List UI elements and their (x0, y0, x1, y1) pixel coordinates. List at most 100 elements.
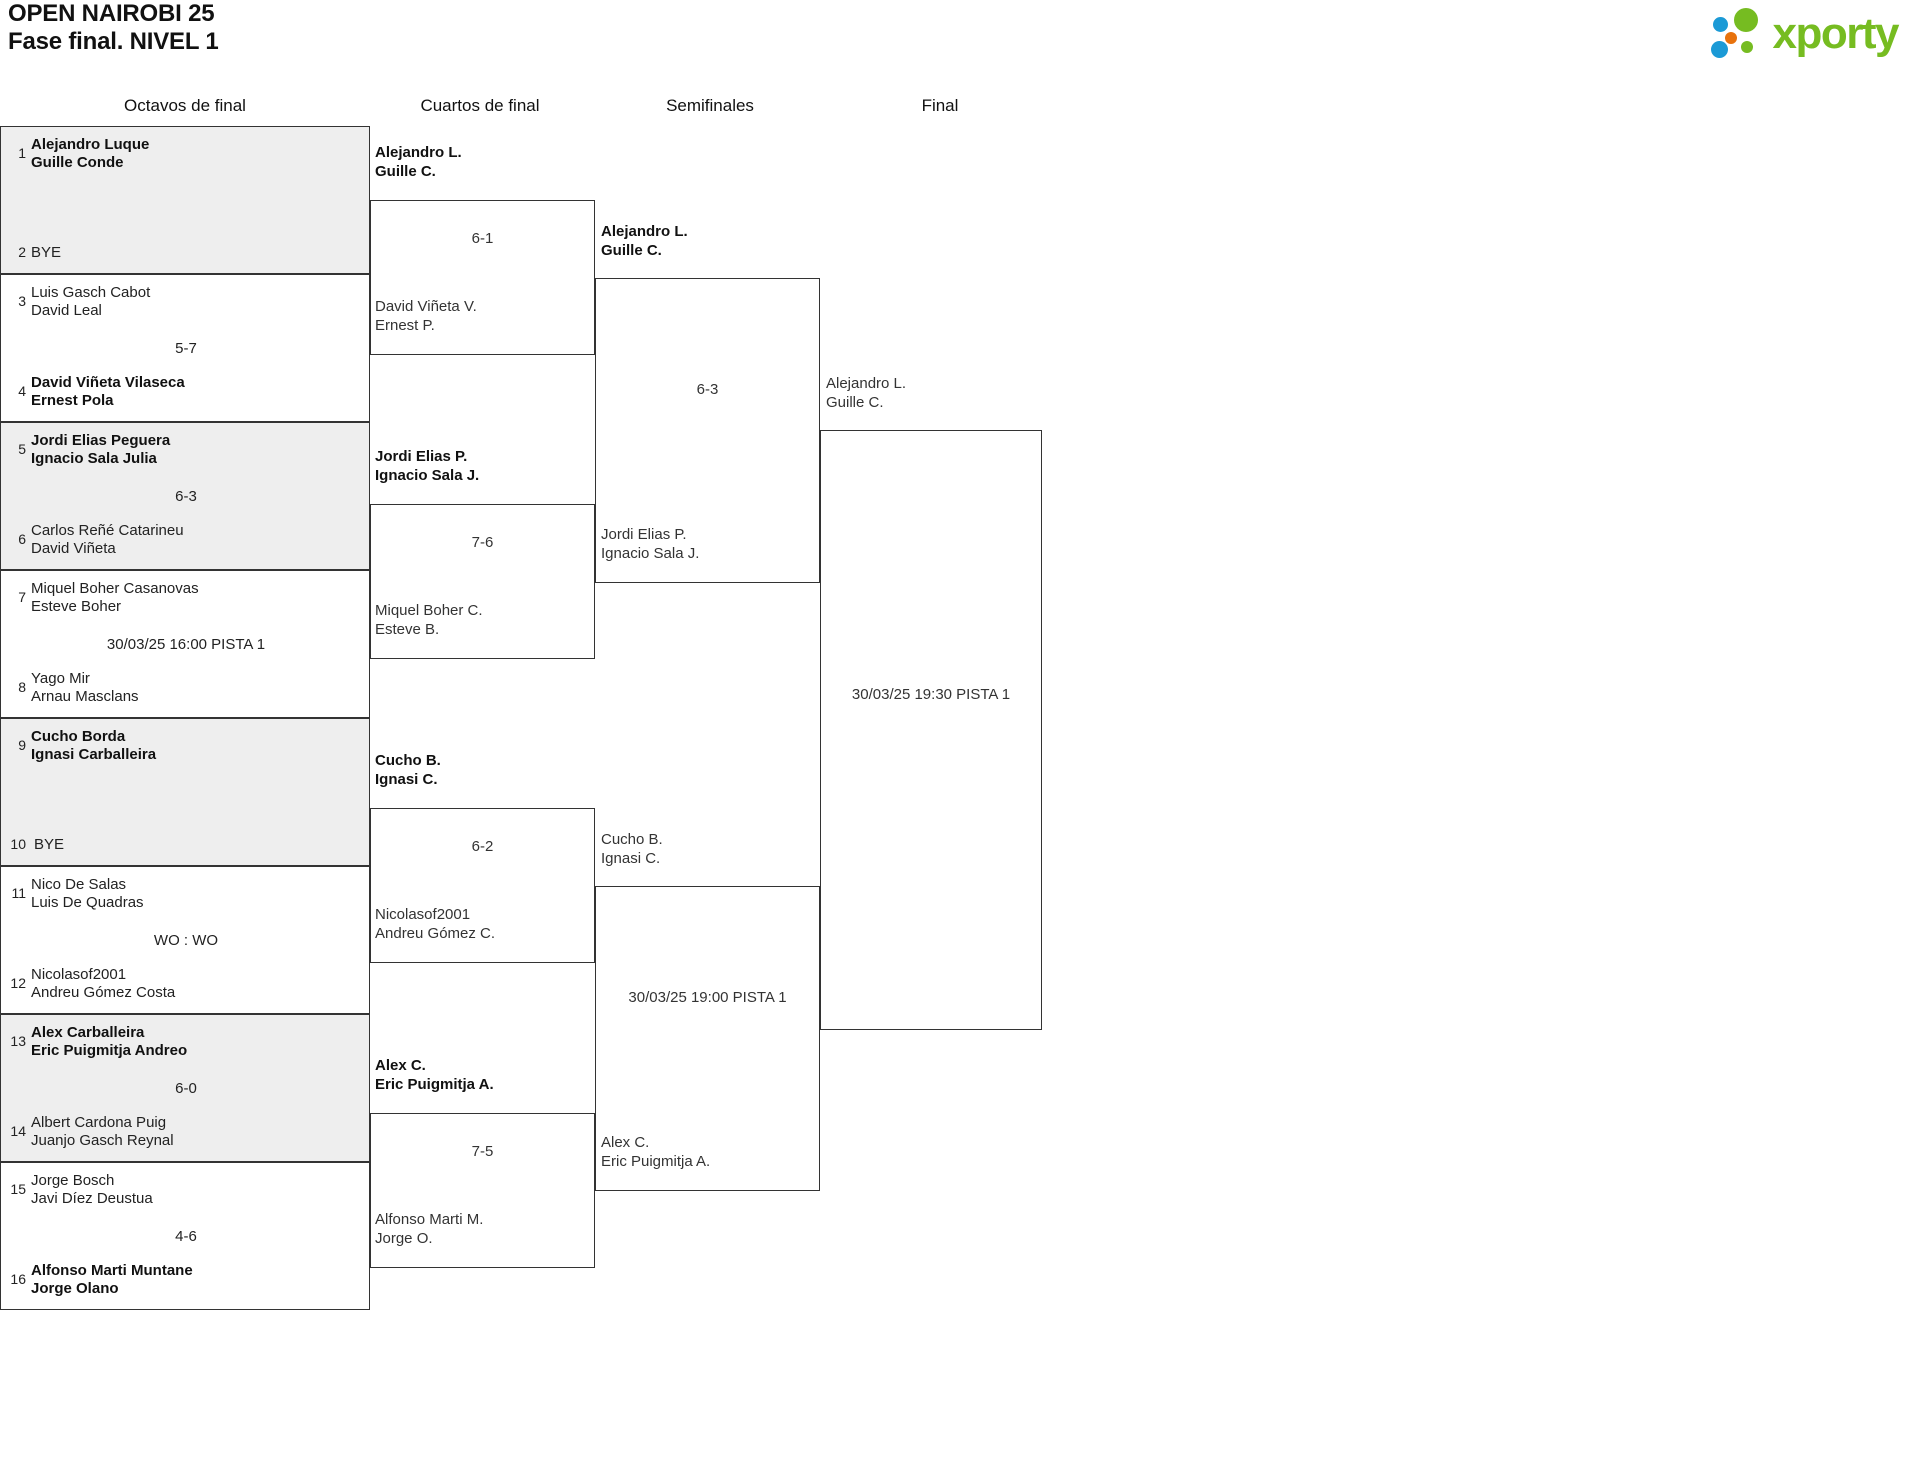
team-name-line2: Ignacio Sala Julia (31, 450, 157, 467)
r2-team2-line2: Esteve B. (375, 621, 440, 638)
r1-match-6[interactable]: 11 Nico De Salas Luis De Quadras WO : WO… (0, 866, 370, 1014)
r2-match-4-result: 7-5 (471, 1143, 494, 1160)
r4-team1-line1: Alejandro L. (826, 375, 907, 392)
r4-match-1[interactable] (820, 430, 1042, 1030)
team-name-line1: Alejandro Luque (31, 136, 150, 153)
r2-team2-line2: Jorge O. (375, 1230, 433, 1247)
match-schedule: 30/03/25 16:00 PISTA 1 (106, 636, 266, 653)
tournament-name: OPEN NAIROBI 25 (8, 0, 215, 27)
team-name-line2: Jorge Olano (31, 1280, 119, 1297)
team-name-line1: Jordi Elias Peguera (31, 432, 171, 449)
match-result: WO : WO (153, 932, 219, 949)
team-name-line2: Luis De Quadras (31, 894, 144, 911)
seed-number: 16 (10, 1271, 26, 1287)
r2-team2-line1: Miquel Boher C. (375, 602, 483, 619)
seed-number: 4 (18, 383, 26, 399)
r4-team1-line2: Guille C. (826, 394, 884, 411)
team-name-line1: Yago Mir (31, 670, 90, 687)
team-name-line1: Alfonso Marti Muntane (31, 1262, 193, 1279)
r3-team2-line1: Alex C. (601, 1134, 650, 1151)
seed-number: 14 (10, 1123, 26, 1139)
xporty-dots-icon (1710, 8, 1769, 60)
r2-match-1[interactable] (370, 200, 595, 355)
round-header-final: Final (921, 96, 959, 115)
team-name-line2: Guille Conde (31, 154, 124, 171)
r2-match-3-result: 6-2 (471, 838, 494, 855)
r3-team1-line1: Alejandro L. (601, 223, 688, 240)
r2-team2-line1: David Viñeta V. (375, 298, 477, 315)
r2-team1-line2: Eric Puigmitja A. (375, 1076, 494, 1093)
r3-match-1[interactable] (595, 278, 820, 583)
seed-number: 1 (18, 145, 26, 161)
r1-match-4[interactable]: 7 Miquel Boher Casanovas Esteve Boher 30… (0, 570, 370, 718)
r2-team1-line1: Cucho B. (375, 752, 441, 769)
r1-match-8[interactable]: 15 Jorge Bosch Javi Díez Deustua 4-6 16 … (0, 1162, 370, 1310)
match-result: 6-0 (175, 1080, 197, 1097)
match-result: 6-3 (175, 488, 197, 505)
r3-team2-line2: Ignacio Sala J. (601, 545, 700, 562)
r3-team2-line1: Jordi Elias P. (601, 526, 687, 543)
r1-match-3[interactable]: 5 Jordi Elias Peguera Ignacio Sala Julia… (0, 422, 370, 570)
r2-match-2[interactable] (370, 504, 595, 659)
team-name-line2: Esteve Boher (31, 598, 122, 615)
seed-number: 3 (18, 293, 26, 309)
team-name-line2: Javi Díez Deustua (31, 1190, 153, 1207)
match-result: 5-7 (175, 340, 197, 357)
r2-team2-line1: Nicolasof2001 (375, 906, 471, 923)
r2-match-1-result: 6-1 (471, 230, 494, 247)
r3-match-1-result: 6-3 (696, 381, 719, 398)
round-header-cuartos: Cuartos de final (420, 96, 540, 115)
r2-team1-line2: Ignasi C. (375, 771, 438, 788)
r2-team2-line2: Andreu Gómez C. (375, 925, 496, 942)
r3-match-2[interactable] (595, 886, 820, 1191)
r2-match-4[interactable] (370, 1113, 595, 1268)
bye-label: BYE (31, 244, 62, 261)
tournament-phase: Fase final. NIVEL 1 (8, 28, 219, 55)
xporty-logo[interactable]: xporty (1710, 6, 1900, 62)
match-result: 4-6 (175, 1228, 197, 1245)
r1-match-1[interactable]: 1 Alejandro Luque Guille Conde 2 BYE (0, 126, 370, 274)
r1-match-2[interactable]: 3 Luis Gasch Cabot David Leal 5-7 4 Davi… (0, 274, 370, 422)
r1-match-7[interactable]: 13 Alex Carballeira Eric Puigmitja Andre… (0, 1014, 370, 1162)
team-name-line1: Nico De Salas (31, 876, 127, 893)
r4-match-1-schedule: 30/03/25 19:30 PISTA 1 (851, 686, 1011, 703)
seed-number: 15 (10, 1181, 26, 1197)
r3-match-2-schedule: 30/03/25 19:00 PISTA 1 (628, 989, 787, 1006)
team-name-line2: David Leal (31, 302, 102, 319)
seed-number: 5 (18, 441, 26, 457)
r3-team1-line2: Ignasi C. (601, 850, 661, 867)
team-name-line1: Albert Cardona Puig (31, 1114, 167, 1131)
team-name-line1: Carlos Reñé Catarineu (31, 522, 184, 539)
r2-match-3[interactable] (370, 808, 595, 963)
round-header-semifinales: Semifinales (666, 96, 754, 115)
page-title: OPEN NAIROBI 25 Fase final. NIVEL 1 (8, 0, 908, 56)
team-name-line2: Eric Puigmitja Andreo (31, 1042, 188, 1059)
round-header-octavos: Octavos de final (124, 96, 246, 115)
team-name-line2: Ignasi Carballeira (31, 746, 157, 763)
seed-number: 13 (10, 1033, 26, 1049)
r3-team1-line1: Cucho B. (601, 831, 663, 848)
team-name-line1: Cucho Borda (31, 728, 126, 745)
r2-team1-line1: Alex C. (375, 1057, 426, 1074)
r2-team2-line1: Alfonso Marti M. (375, 1211, 484, 1228)
r2-team1-line2: Guille C. (375, 163, 436, 180)
team-name-line2: Andreu Gómez Costa (31, 984, 176, 1001)
r2-team1-line2: Ignacio Sala J. (375, 467, 480, 484)
team-name-line1: Nicolasof2001 (31, 966, 127, 983)
seed-number: 11 (11, 885, 26, 901)
r3-team2-line2: Eric Puigmitja A. (601, 1153, 711, 1170)
bye-label: BYE (34, 836, 65, 853)
team-name-line2: Ernest Pola (31, 392, 114, 409)
team-name-line2: Arnau Masclans (31, 688, 139, 705)
r3-team1-line2: Guille C. (601, 242, 662, 259)
team-name-line1: David Viñeta Vilaseca (31, 374, 185, 391)
seed-number: 8 (18, 679, 26, 695)
xporty-wordmark: xporty (1772, 9, 1900, 58)
r2-team1-line1: Alejandro L. (375, 144, 462, 161)
r1-match-5[interactable]: 9 Cucho Borda Ignasi Carballeira 10 BYE (0, 718, 370, 866)
team-name-line2: David Viñeta (31, 540, 116, 557)
team-name-line1: Miquel Boher Casanovas (31, 580, 199, 597)
seed-number: 6 (18, 531, 26, 547)
team-name-line1: Luis Gasch Cabot (31, 284, 151, 301)
team-name-line2: Juanjo Gasch Reynal (31, 1132, 174, 1149)
